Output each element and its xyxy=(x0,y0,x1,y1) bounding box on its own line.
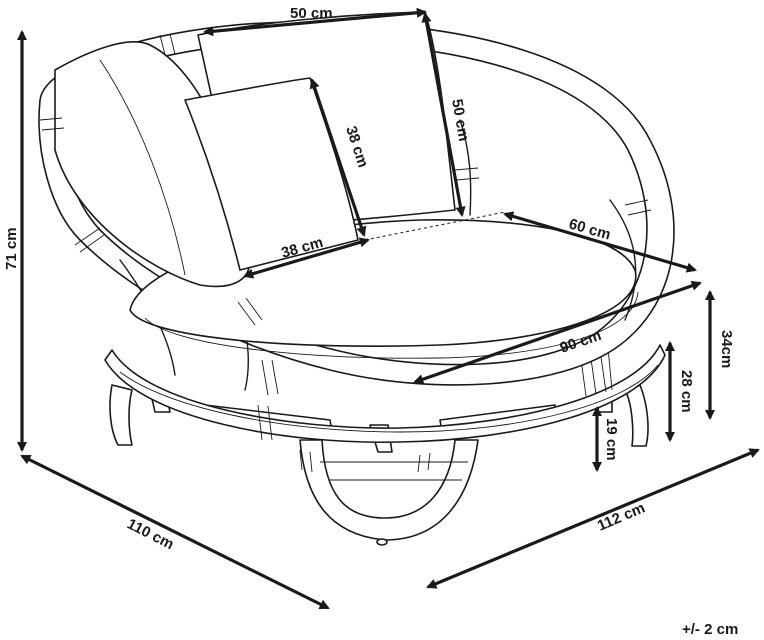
label-leg-height: 19 cm xyxy=(603,418,620,461)
label-total-height: 71 cm xyxy=(3,227,20,270)
dimension-lines xyxy=(16,7,760,610)
label-frame-height: 28 cm xyxy=(678,370,695,413)
base-stand xyxy=(299,439,479,541)
label-length-right: 112 cm xyxy=(595,499,648,534)
dim-arrow-pillow-width xyxy=(243,237,370,279)
tolerance-note: +/- 2 cm xyxy=(682,621,738,638)
dim-arrow-seat-depth xyxy=(503,211,697,273)
dim-arrow-seat-width xyxy=(413,280,702,385)
leg-right xyxy=(625,384,649,447)
dim-arrow-pillow-height xyxy=(309,78,367,237)
dim-arrow-length-left xyxy=(20,454,330,610)
dim-arrow-back-height xyxy=(421,11,466,218)
dim-arrow-length-right xyxy=(426,448,760,589)
label-seat-height: 34cm xyxy=(718,330,735,368)
chair-drawing xyxy=(38,11,675,546)
dim-arrow-top-width xyxy=(202,7,428,37)
label-top-width: 50 cm xyxy=(290,5,333,22)
leg-left xyxy=(109,384,133,446)
